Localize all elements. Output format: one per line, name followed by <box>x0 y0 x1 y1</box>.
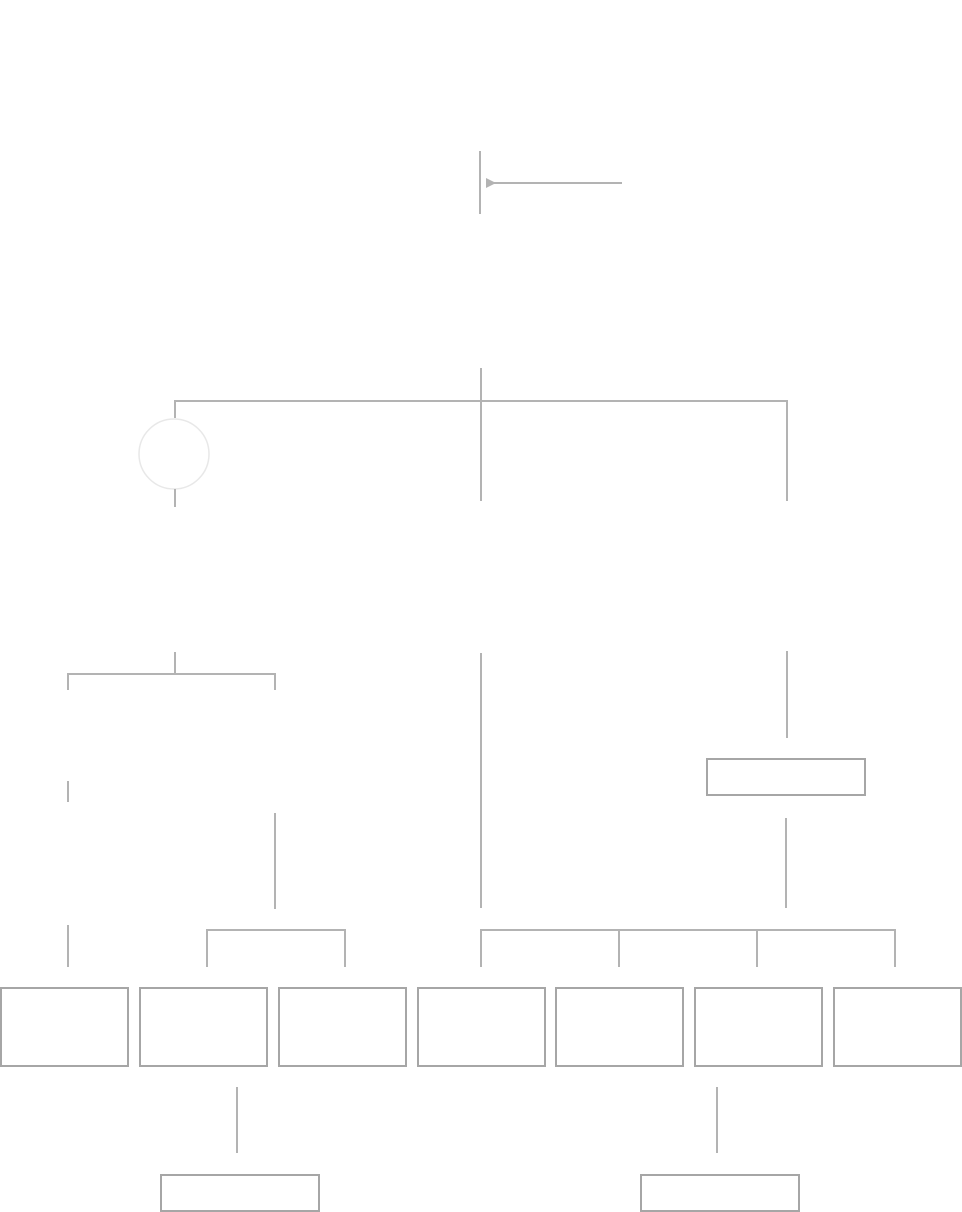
right-mid-box <box>706 758 866 796</box>
bottom-box-left <box>160 1174 320 1212</box>
leaf-box-3 <box>278 987 407 1067</box>
right-branch-connector <box>480 651 896 967</box>
circle-node <box>138 418 210 490</box>
leaf-box-4 <box>417 987 546 1067</box>
leaf-box-1 <box>0 987 129 1067</box>
bottom-connectors <box>236 1087 718 1153</box>
leaf-box-5 <box>555 987 684 1067</box>
leaf-box-2 <box>139 987 268 1067</box>
leaf-row <box>0 987 962 1067</box>
left-branch-connector <box>67 652 346 967</box>
leaf-box-6 <box>694 987 823 1067</box>
root-branch-connector <box>174 368 788 501</box>
leaf-box-7 <box>833 987 962 1067</box>
bottom-box-right <box>640 1174 800 1212</box>
